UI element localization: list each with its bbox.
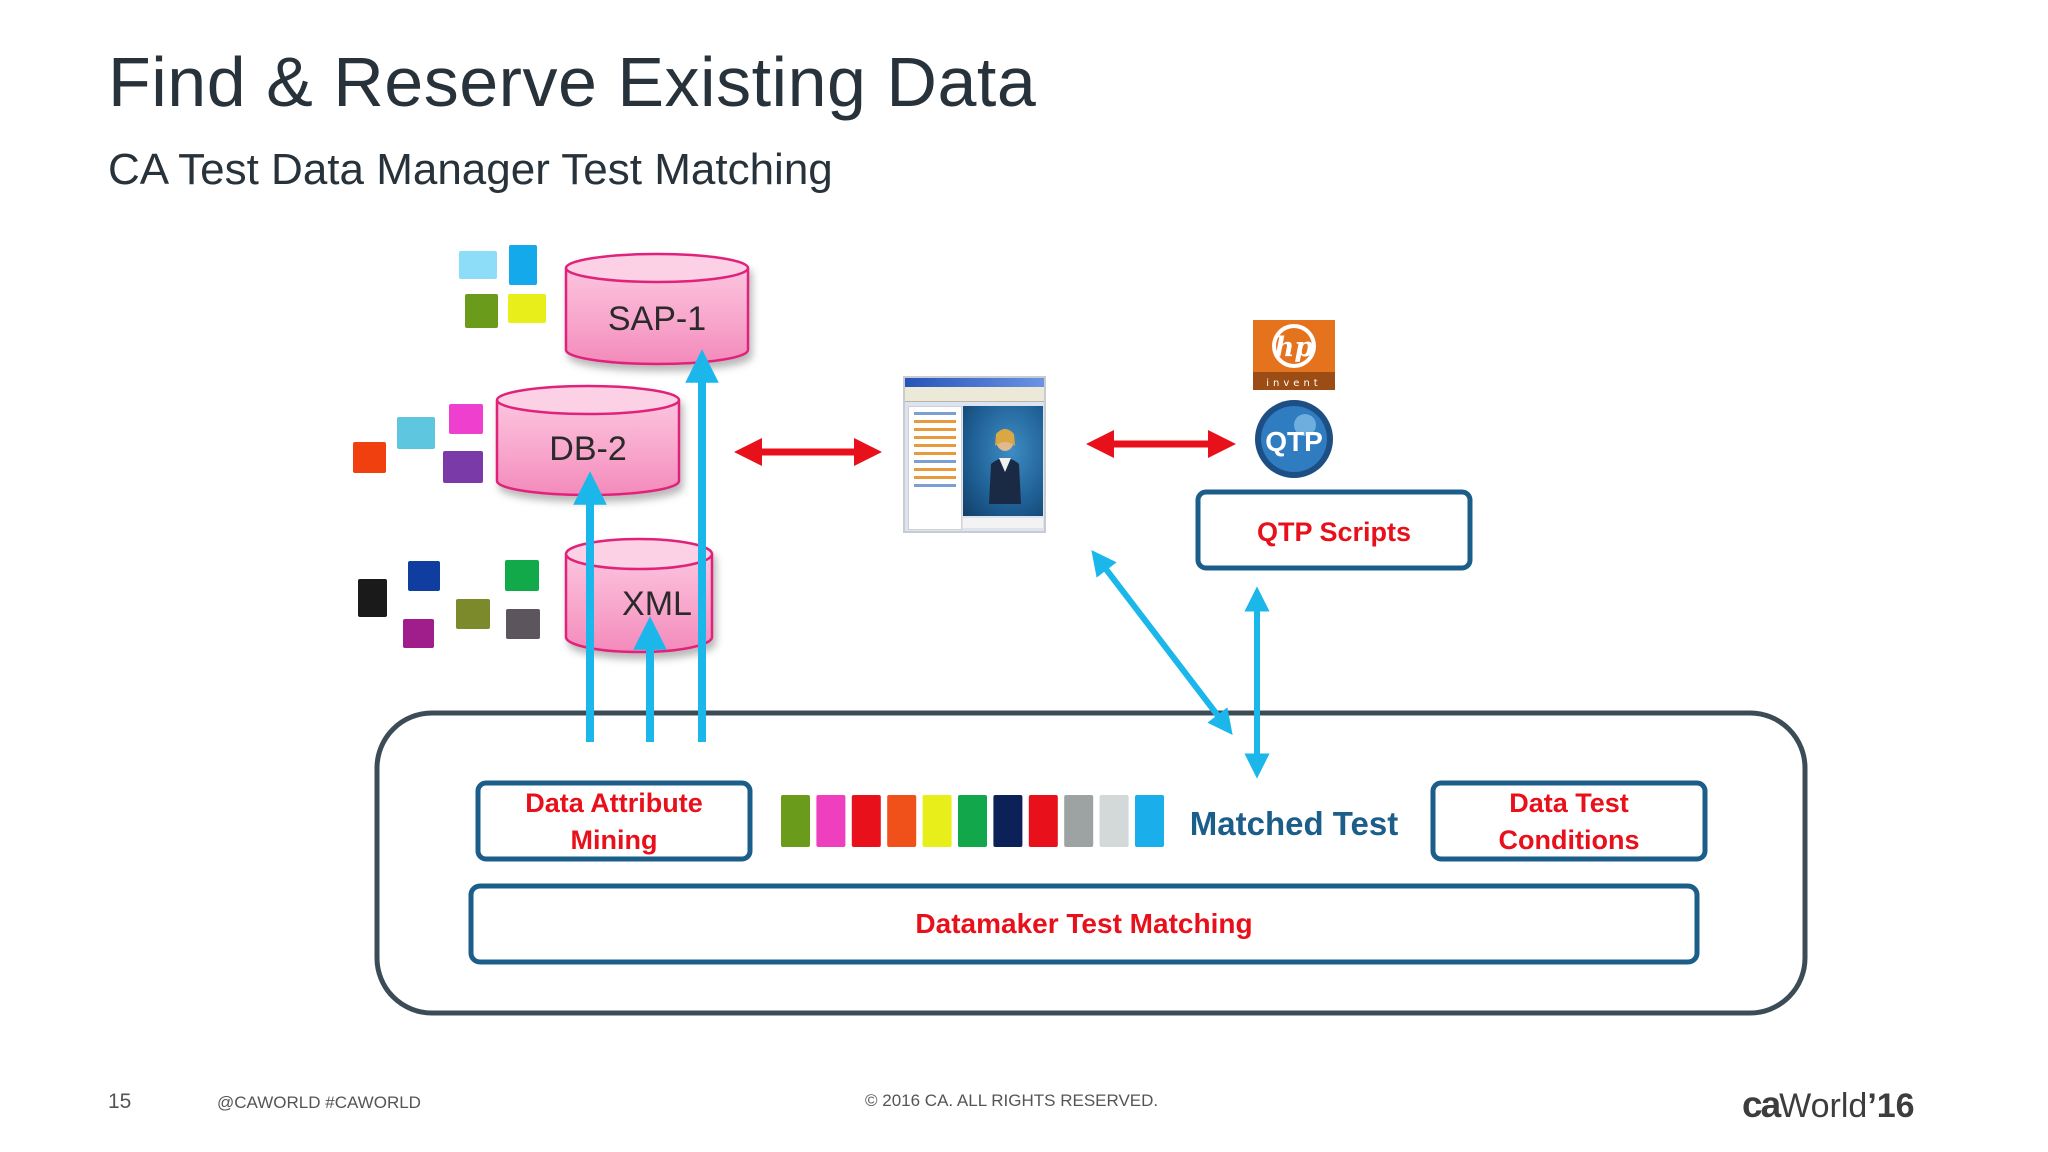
square-magenta: [449, 404, 483, 434]
square-yellow: [508, 294, 546, 323]
data-test-conditions-label-line2: Conditions: [1499, 825, 1640, 855]
square-cyan: [397, 417, 435, 449]
square-plum: [403, 619, 434, 648]
color-swatch: [1135, 795, 1164, 847]
application-screenshot: [903, 376, 1046, 533]
color-swatch: [958, 795, 987, 847]
data-attribute-mining-label-line1: Data Attribute: [525, 788, 703, 818]
screenshot-titlebar: [905, 378, 1044, 387]
data-test-conditions-label-line1: Data Test: [1509, 788, 1629, 818]
database-label-db2: DB-2: [549, 430, 626, 468]
world-logo-text: World: [1779, 1087, 1868, 1125]
ca-logo-text: ca: [1742, 1084, 1781, 1125]
square-grey: [506, 609, 540, 639]
decorative-squares: [353, 245, 546, 648]
person-icon: [989, 429, 1021, 504]
square-green: [465, 294, 498, 328]
hp-logo: hp invent: [1253, 320, 1335, 390]
slide-title: Find & Reserve Existing Data: [108, 43, 1037, 121]
page-number: 15: [108, 1090, 132, 1113]
color-swatch: [816, 795, 846, 847]
square-green-2: [505, 560, 539, 591]
qtp-scripts-box: [1195, 489, 1473, 571]
color-strip: [781, 795, 1164, 847]
hp-logo-tagline: invent: [1266, 378, 1321, 389]
datamaker-test-matching-label: Datamaker Test Matching: [915, 908, 1252, 939]
data-attribute-mining-box: [475, 780, 753, 862]
data-attribute-mining-label-line2: Mining: [571, 825, 658, 855]
arrow-screenshot-to-matched: [1091, 549, 1233, 736]
square-olive: [456, 599, 490, 629]
screenshot-hero-image: [963, 406, 1043, 516]
database-db2: [495, 384, 681, 497]
database-label-xml: XML: [622, 585, 692, 623]
qtp-logo-text: QTP: [1265, 426, 1323, 457]
matched-test-label: Matched Test: [1190, 805, 1398, 842]
color-swatch: [851, 795, 881, 847]
color-swatch: [993, 795, 1023, 847]
hp-logo-text: hp: [1275, 332, 1314, 363]
square-blue: [509, 245, 537, 285]
square-navy: [408, 561, 440, 591]
year-logo-text: ’16: [1867, 1087, 1915, 1125]
qtp-scripts-label: QTP Scripts: [1257, 517, 1411, 547]
database-xml: [564, 537, 714, 654]
ca-world-logo: caWorld’16: [1742, 1084, 1915, 1126]
social-handles: @CAWORLD #CAWORLD: [217, 1093, 421, 1112]
square-purple: [443, 451, 483, 483]
square-orange: [353, 442, 386, 473]
color-swatch: [1099, 795, 1129, 847]
square-black: [358, 579, 387, 617]
color-swatch: [1028, 795, 1058, 847]
screenshot-statusbar: [963, 518, 1043, 528]
square-light-blue: [459, 251, 497, 279]
copyright-notice: © 2016 CA. ALL RIGHTS RESERVED.: [865, 1091, 1159, 1110]
database-label-sap1: SAP-1: [608, 300, 706, 338]
qtp-logo: QTP: [1253, 398, 1335, 480]
screenshot-side-menu: [908, 406, 962, 530]
database-sap1: [564, 252, 750, 366]
slide-subtitle: CA Test Data Manager Test Matching: [108, 145, 833, 194]
color-swatch: [922, 795, 952, 847]
color-swatch: [1064, 795, 1094, 847]
color-swatch: [781, 795, 810, 847]
screenshot-toolbar: [905, 387, 1044, 402]
datamaker-test-matching-box: [468, 883, 1700, 965]
data-test-conditions-box: [1430, 780, 1708, 862]
matching-container: [374, 710, 1808, 1016]
color-swatch: [887, 795, 917, 847]
